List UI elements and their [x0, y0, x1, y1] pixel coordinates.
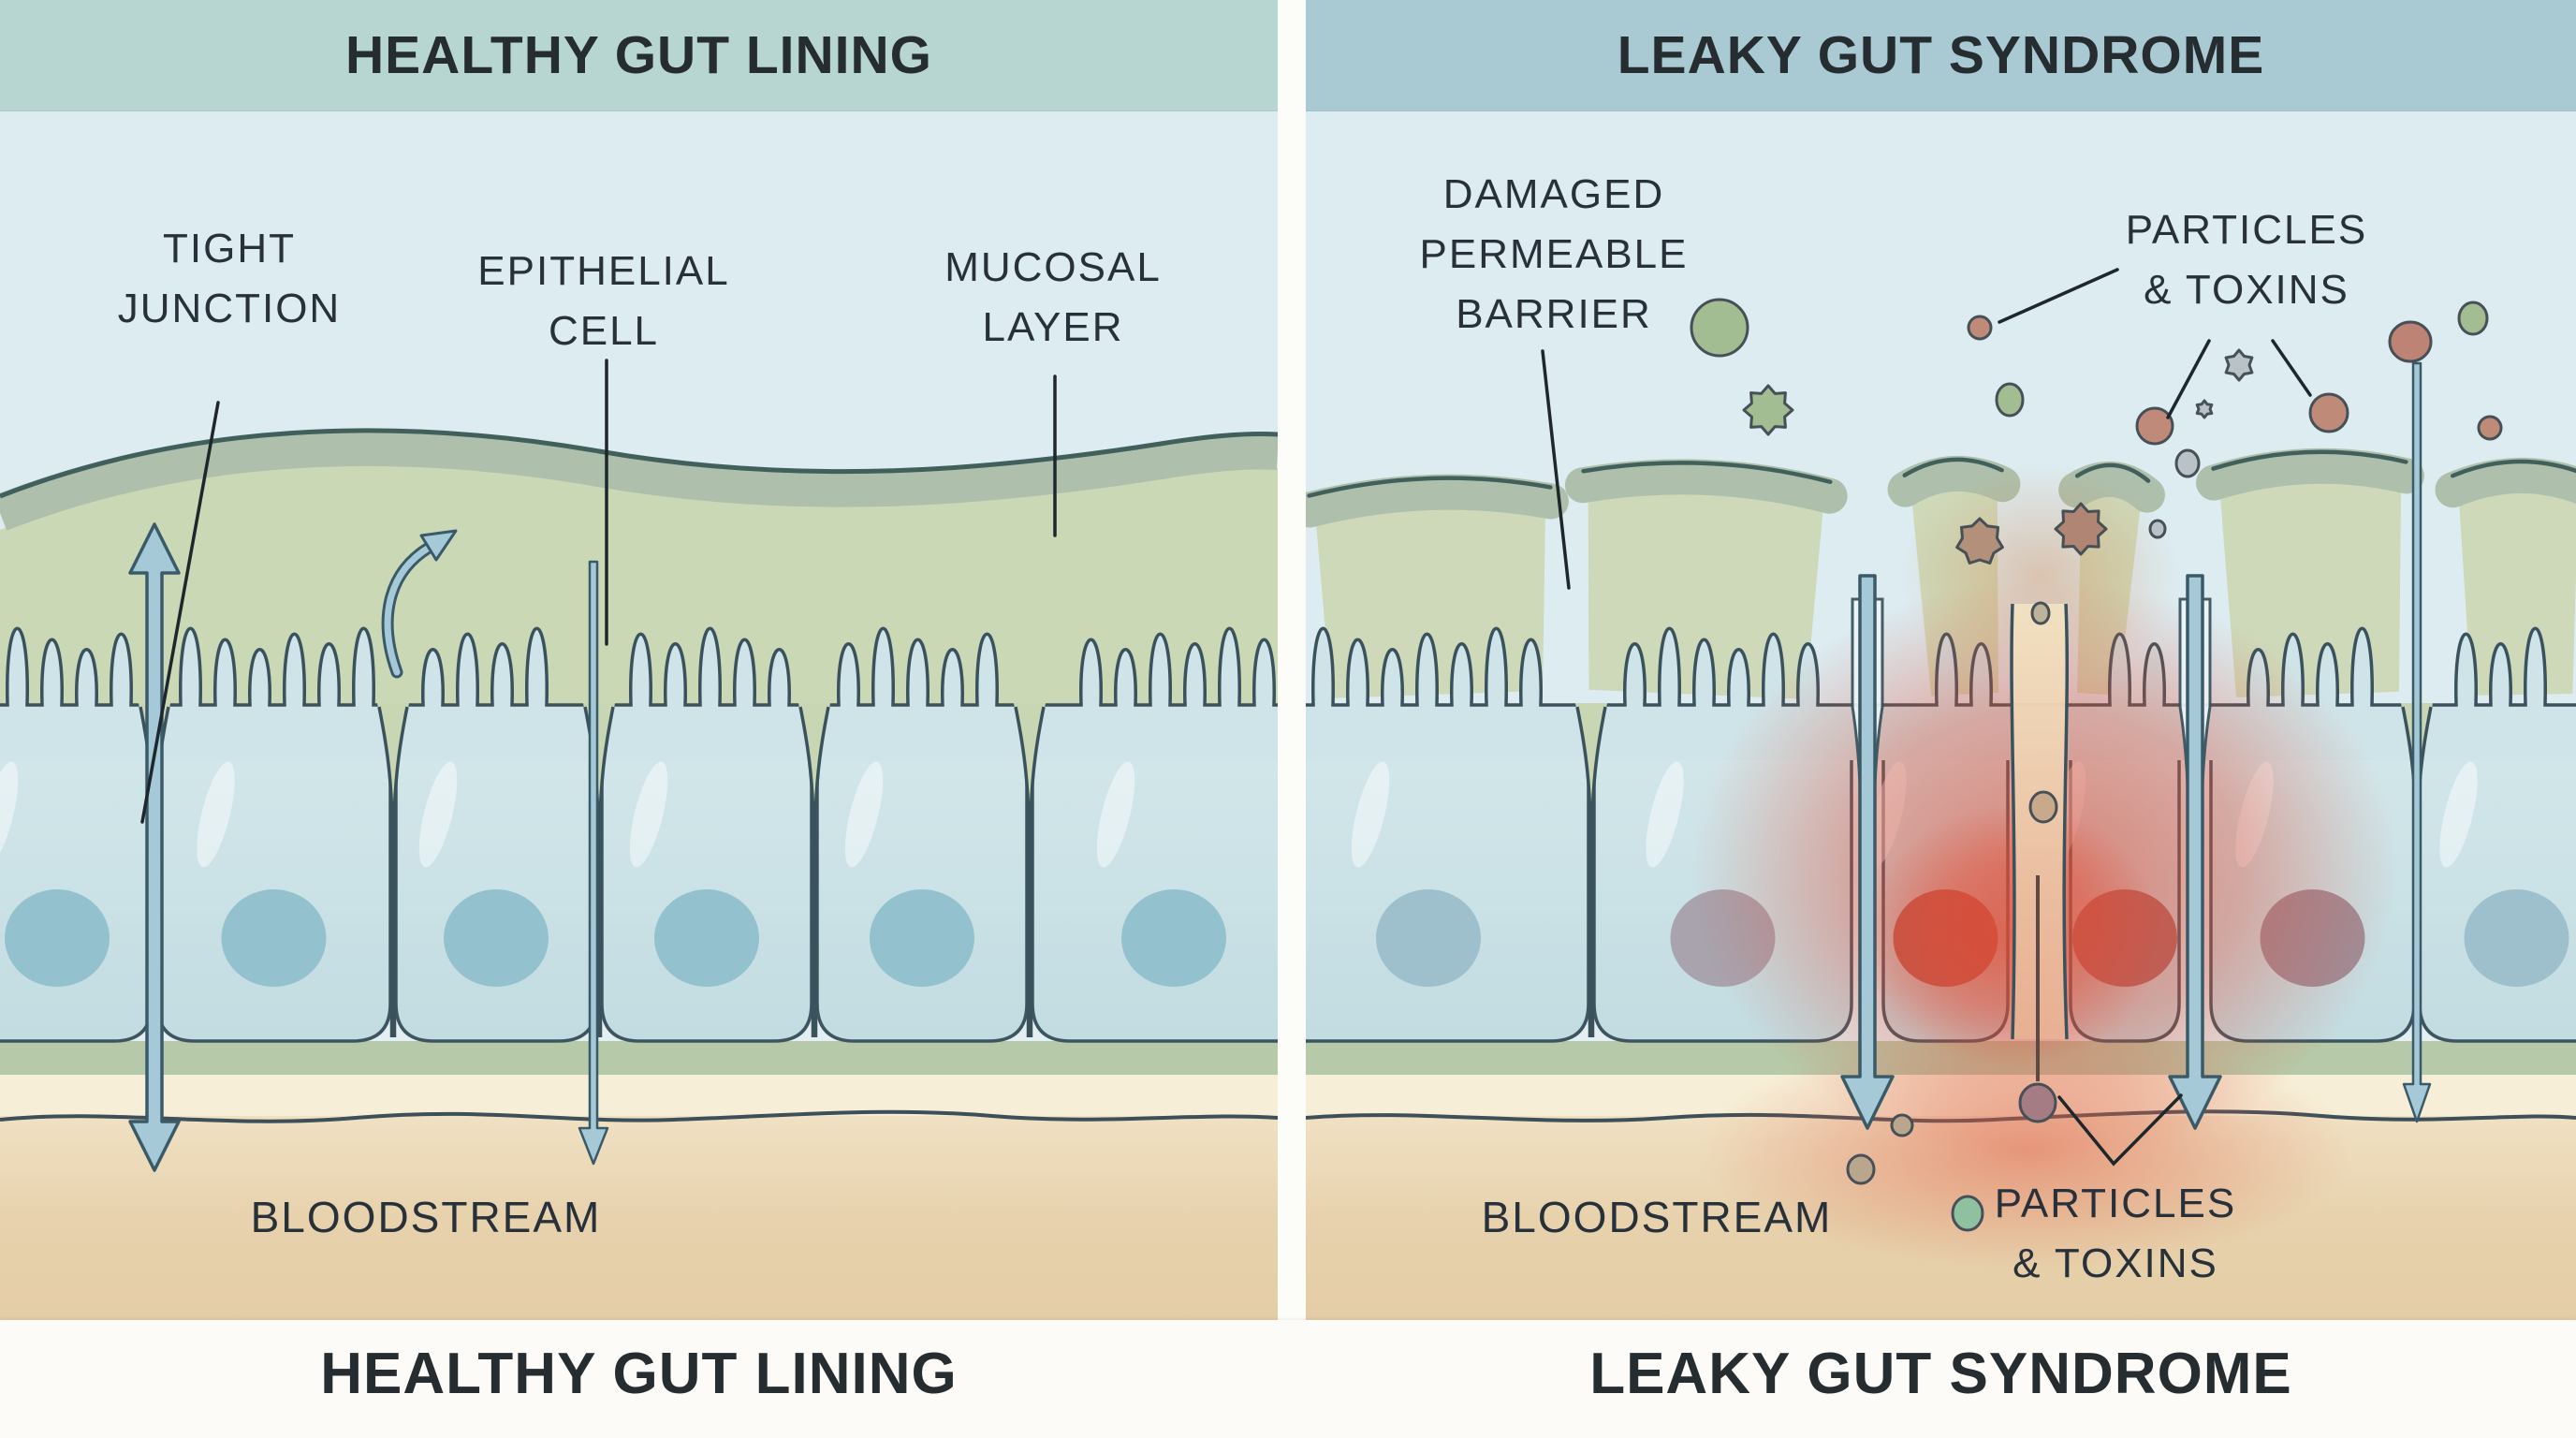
tight-junction-leader: [140, 401, 220, 824]
epithelial-cells: [0, 707, 1278, 1043]
basement-membrane-line: [0, 1109, 1278, 1123]
left-panel-title: HEALTHY GUT LINING: [344, 25, 933, 85]
mucus-secretion-curved-arrow-icon: [381, 529, 458, 679]
right-panel-title: LEAKY GUT SYNDROME: [1617, 25, 2265, 85]
toxin-particle-icon: [2388, 320, 2433, 363]
toxin-blob-icon: [1955, 517, 2004, 565]
inflammation-glow: [1605, 463, 2485, 1269]
bloodstream-label-left: BLOODSTREAM: [250, 1193, 602, 1241]
toxin-particle-icon: [1890, 1113, 1914, 1137]
bloodstream-region: [0, 1116, 1278, 1320]
toxin-blob-icon: [2224, 348, 2254, 382]
leaky-gut-illustration: [1306, 110, 2576, 1320]
toxin-particle-icon: [2457, 301, 2489, 336]
epithelial-cell-label: EPITHELIAL CELL: [477, 248, 730, 354]
caption-band: [0, 1320, 2576, 1438]
bloodstream-label-right: BLOODSTREAM: [1481, 1193, 1833, 1241]
particles-leader-1: [1998, 268, 2119, 324]
particles-and-toxins: [1690, 298, 2503, 1232]
particles-leader-2: [2166, 339, 2211, 419]
panel-divider: [1278, 0, 1306, 1320]
tight-junction-label: TIGHT JUNCTION: [117, 226, 342, 331]
particles-leader-3: [2271, 339, 2312, 397]
particles-bottom-leader: [2057, 1093, 2183, 1167]
toxin-particle-icon: [1951, 1195, 1984, 1232]
damaged-barrier-leader: [1541, 349, 1571, 590]
particles-toxins-label-top: PARTICLES & TOXINS: [2125, 207, 2368, 313]
right-panel-header: LEAKY GUT SYNDROME: [1306, 0, 2576, 111]
leader-lines: [1541, 268, 2312, 1167]
healthy-gut-illustration: [0, 110, 1278, 1320]
toxin-drop-arrow-icon: [2402, 361, 2432, 1123]
leader-lines: [140, 359, 1057, 824]
toxin-particle-icon: [1967, 315, 1993, 341]
toxin-blob-icon: [2195, 399, 2214, 419]
toxin-particle-icon: [2148, 519, 2167, 539]
left-footer-title: HEALTHY GUT LINING: [320, 1342, 958, 1406]
right-footer-title: LEAKY GUT SYNDROME: [1589, 1342, 2292, 1406]
toxin-particle-icon: [1995, 382, 2025, 418]
tight-junction-flow-arrow-icon: [128, 522, 181, 1172]
damaged-barrier-label: DAMAGED PERMEABLE BARRIER: [1419, 171, 1689, 337]
microvilli-brush-border: [0, 626, 1278, 760]
nutrient-absorption-arrow-icon: [578, 560, 609, 1166]
toxin-particle-icon: [2308, 392, 2349, 433]
mucosal-layer-label: MUCOSAL LAYER: [944, 244, 1162, 350]
toxin-particle-icon: [2135, 406, 2174, 446]
toxin-blob-icon: [2054, 502, 2108, 556]
toxin-particle-icon: [2018, 1082, 2057, 1123]
toxin-particle-icon: [2028, 790, 2058, 824]
particles-toxins-label-bottom: PARTICLES & TOXINS: [1994, 1181, 2237, 1286]
toxin-particle-icon: [2030, 601, 2051, 625]
leak-arrow-icon: [2168, 574, 2222, 1130]
toxin-particle-icon: [1846, 1153, 1876, 1185]
toxin-particle-icon: [2174, 448, 2201, 478]
toxin-particle-icon: [1690, 298, 1749, 358]
toxin-particle-icon: [2477, 415, 2503, 441]
toxin-blob-icon: [1742, 384, 1794, 436]
left-panel-header: HEALTHY GUT LINING: [0, 0, 1278, 111]
leak-arrow-icon: [1840, 574, 1895, 1130]
